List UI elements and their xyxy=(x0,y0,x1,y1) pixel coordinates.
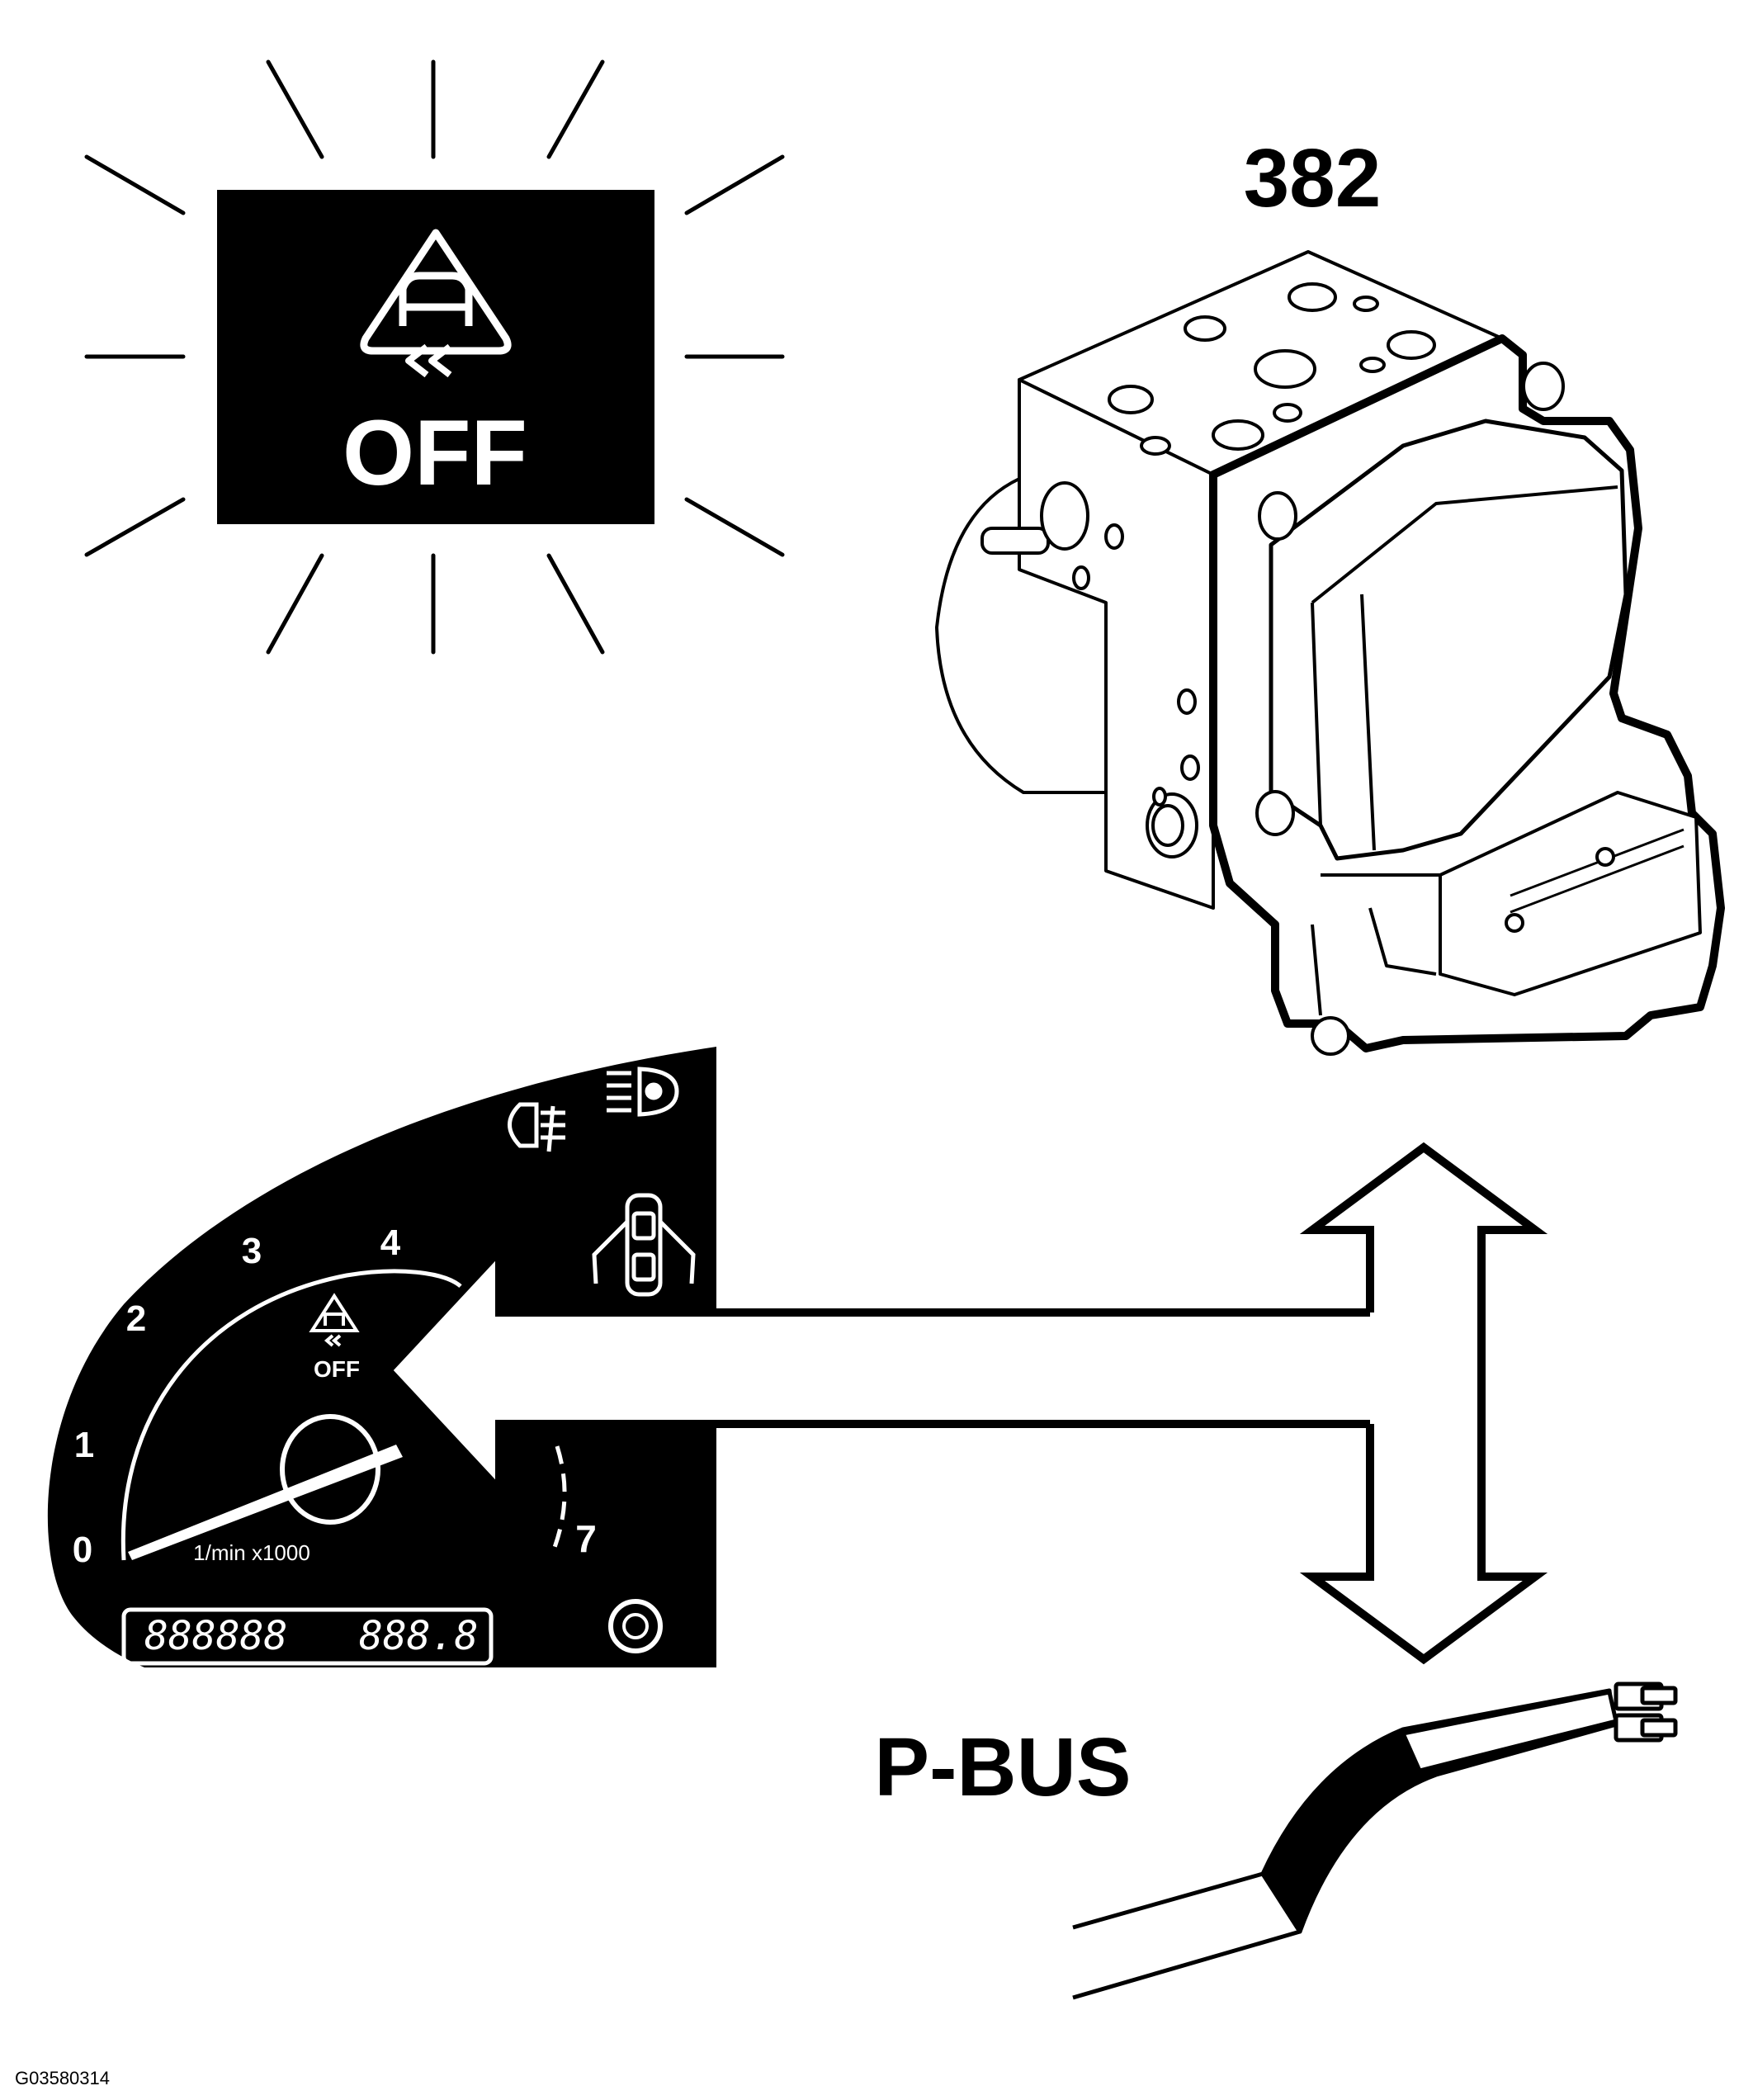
tach-tick-marks xyxy=(115,1302,229,1444)
trip-readout: 888.8 xyxy=(359,1613,479,1659)
module-callout-382: 382 xyxy=(1244,132,1382,225)
bidirectional-bus-arrow xyxy=(1299,1142,1548,1665)
odometer-readout: 888888 xyxy=(144,1613,287,1659)
warning-lamp: OFF xyxy=(84,59,785,655)
tach-number-2: 2 xyxy=(126,1298,146,1339)
figure-id: G03580314 xyxy=(15,2068,110,2088)
lamp-off-text: OFF xyxy=(343,401,527,504)
traction-control-off-icon xyxy=(360,229,512,378)
mounting-bolts xyxy=(1255,362,1615,1056)
tach-number-4: 4 xyxy=(380,1223,401,1263)
instrument-cluster: 0 1 2 3 4 7 1/min x1000 OFF xyxy=(47,1047,716,1667)
unit-label: 1/min x1000 xyxy=(193,1540,310,1565)
tach-number-1: 1 xyxy=(74,1425,94,1465)
trip-reset-knob-inner xyxy=(622,1613,649,1639)
abs-control-module xyxy=(935,250,1725,1056)
wire-1-tip xyxy=(1640,1686,1678,1705)
needle-hub xyxy=(280,1414,380,1525)
signal-arrow-to-cluster xyxy=(382,1240,1370,1501)
odometer-display xyxy=(121,1607,494,1666)
wire-2-tip xyxy=(1640,1718,1678,1738)
p-bus-cable xyxy=(1072,1681,1678,2000)
door-ajar-icon xyxy=(592,1193,696,1297)
ecu-cover-edge xyxy=(1311,485,1618,851)
hydraulic-ports xyxy=(1108,282,1436,456)
cluster-traction-off-icon xyxy=(309,1293,360,1347)
fog-lamp-icon xyxy=(508,1102,565,1152)
tachometer-redline-arc xyxy=(550,1445,567,1553)
cluster-off-text: OFF xyxy=(314,1356,360,1382)
tach-number-7: 7 xyxy=(575,1517,597,1560)
high-beam-icon xyxy=(607,1067,679,1117)
cable-sheath xyxy=(1072,1871,1302,2000)
lamp-glow-rays xyxy=(84,59,785,655)
ecu-connector xyxy=(1439,791,1702,996)
tach-needle xyxy=(128,1445,403,1560)
p-bus-label: P-BUS xyxy=(874,1721,1131,1814)
cluster-face xyxy=(47,1047,716,1667)
trip-reset-knob xyxy=(608,1599,663,1653)
tach-number-3: 3 xyxy=(242,1231,262,1271)
connector-pins xyxy=(1510,828,1684,914)
lower-block xyxy=(1311,873,1440,1016)
tachometer-arc xyxy=(120,1269,464,1561)
tach-number-0: 0 xyxy=(73,1530,92,1570)
side-fittings xyxy=(980,481,1200,858)
